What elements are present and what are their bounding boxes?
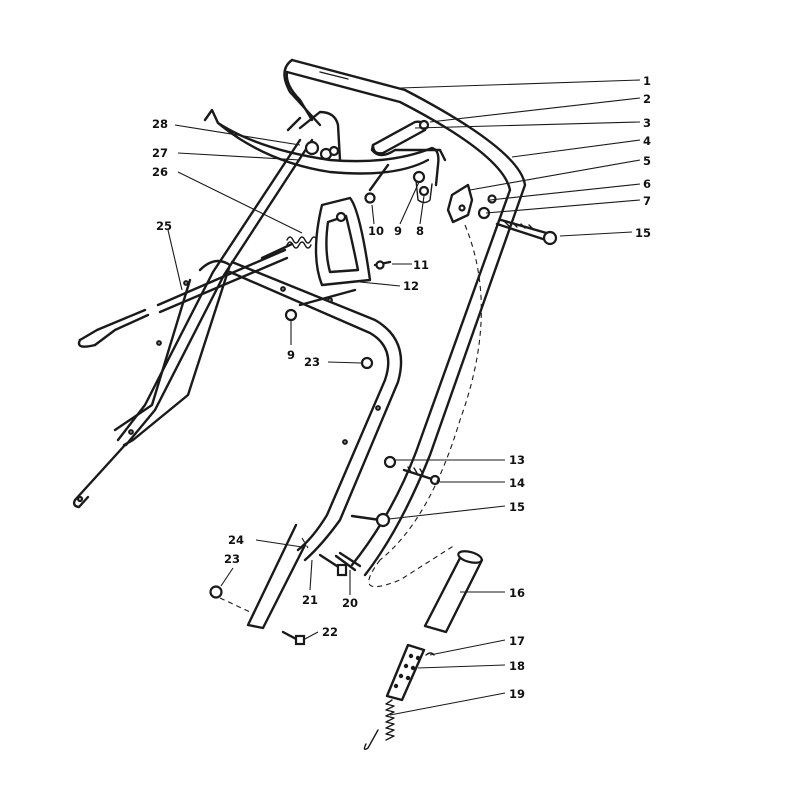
spring-19 (363, 699, 395, 751)
callout-21: 21 (302, 593, 318, 607)
callout-17: 17 (509, 634, 525, 648)
callout-27: 27 (152, 146, 168, 160)
callout-24: 24 (228, 533, 244, 547)
callout-7: 7 (643, 194, 651, 208)
callout-labels: 1 2 3 4 5 6 7 15 11 12 10 9 8 28 27 26 2… (152, 74, 651, 701)
callout-28: 28 (152, 117, 168, 131)
cable-path (219, 224, 482, 613)
bolts (281, 218, 558, 646)
lower-handle-left (72, 259, 232, 509)
lower-handle-right (228, 260, 403, 630)
callout-19: 19 (509, 687, 525, 701)
perforated-strap (385, 643, 435, 702)
callout-9-lower: 9 (287, 348, 295, 362)
spring-26 (286, 236, 318, 249)
callout-13: 13 (509, 453, 525, 467)
callout-10: 10 (368, 224, 384, 238)
callout-16: 16 (509, 586, 525, 600)
cable-guide-plate (298, 196, 372, 307)
callout-14: 14 (509, 476, 525, 490)
grip-sleeve (423, 550, 484, 634)
callout-20: 20 (342, 596, 358, 610)
callout-9-upper: 9 (394, 224, 402, 238)
callout-23-low: 23 (224, 552, 240, 566)
control-bail (203, 108, 440, 187)
callout-4: 4 (643, 134, 651, 148)
control-rod-25 (77, 242, 294, 348)
control-grip (370, 119, 447, 162)
callout-11: 11 (413, 258, 429, 272)
right-bracket (412, 170, 497, 224)
callout-23-mid: 23 (304, 355, 320, 369)
callout-15-bottom: 15 (509, 500, 525, 514)
callout-26: 26 (152, 165, 168, 179)
callout-2: 2 (643, 92, 651, 106)
callout-12: 12 (403, 279, 419, 293)
callout-1: 1 (643, 74, 651, 88)
callout-3: 3 (643, 116, 651, 130)
callout-8: 8 (416, 224, 424, 238)
callout-15-top: 15 (635, 226, 651, 240)
callout-5: 5 (643, 154, 651, 168)
callout-22: 22 (322, 625, 338, 639)
callout-6: 6 (643, 177, 651, 191)
callout-25: 25 (156, 219, 172, 233)
leader-lines (167, 79, 641, 716)
callout-18: 18 (509, 659, 525, 673)
small-hardware (209, 163, 392, 599)
